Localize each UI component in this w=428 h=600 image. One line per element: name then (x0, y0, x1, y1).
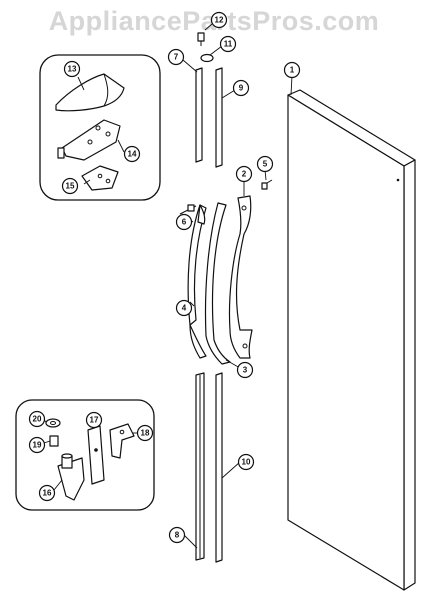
callout-4: 4 (175, 299, 193, 317)
top-screw-assembly (197, 23, 223, 63)
callout-18: 18 (136, 424, 154, 442)
svg-text:20: 20 (33, 415, 42, 424)
callout-2: 2 (235, 165, 253, 183)
trim-strip-upper-right (215, 67, 236, 168)
svg-text:1: 1 (290, 66, 295, 75)
door-panel (287, 75, 416, 591)
handle-2 (228, 180, 253, 359)
svg-text:16: 16 (43, 489, 52, 498)
trim-strip-upper-left (182, 59, 203, 163)
trim-strip-lower-right (215, 372, 241, 563)
callout-1: 1 (283, 61, 301, 79)
svg-text:8: 8 (175, 531, 180, 540)
callout-16: 16 (38, 484, 56, 502)
callout-15: 15 (61, 177, 79, 195)
svg-text:6: 6 (182, 218, 187, 227)
callout-9: 9 (232, 79, 250, 97)
callout-10: 10 (237, 453, 255, 471)
callout-7: 7 (167, 48, 185, 66)
callout-20: 20 (28, 410, 46, 428)
top-hinge-inset (39, 54, 161, 201)
callout-3: 3 (236, 361, 254, 379)
svg-text:17: 17 (90, 416, 99, 425)
svg-text:3: 3 (243, 366, 248, 375)
svg-text:7: 7 (174, 53, 179, 62)
callout-12: 12 (210, 11, 228, 29)
svg-text:2: 2 (242, 170, 247, 179)
callout-19: 19 (28, 436, 46, 454)
bottom-hinge-inset (15, 399, 155, 511)
svg-text:15: 15 (66, 182, 75, 191)
svg-text:18: 18 (141, 429, 150, 438)
handle-4 (187, 204, 207, 359)
svg-text:19: 19 (33, 441, 42, 450)
callout-13: 13 (63, 60, 81, 78)
trim-strip-lower-left (183, 372, 205, 561)
callout-11: 11 (219, 35, 237, 53)
callout-5: 5 (256, 155, 274, 173)
callout-6: 6 (175, 213, 193, 231)
callout-14: 14 (123, 145, 141, 163)
svg-text:5: 5 (263, 160, 268, 169)
svg-text:14: 14 (128, 150, 137, 159)
svg-text:9: 9 (239, 84, 244, 93)
svg-text:10: 10 (242, 458, 251, 467)
screw-5 (261, 169, 273, 190)
callout-17: 17 (85, 411, 103, 429)
callout-8: 8 (168, 526, 186, 544)
svg-text:11: 11 (224, 40, 233, 49)
svg-text:12: 12 (215, 16, 224, 25)
svg-text:13: 13 (68, 65, 77, 74)
svg-text:4: 4 (182, 304, 187, 313)
